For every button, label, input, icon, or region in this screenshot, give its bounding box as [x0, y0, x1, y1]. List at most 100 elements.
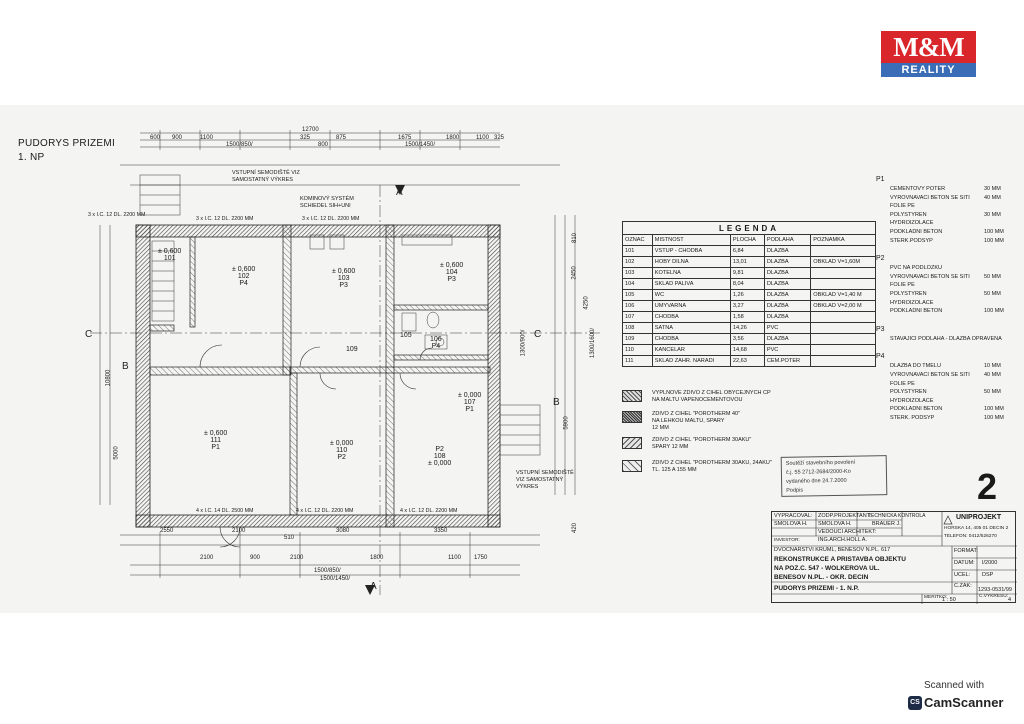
legend-cell: 1,58 [729, 311, 765, 323]
dim-right-5900: 5900 [563, 416, 570, 430]
window-label-1: 3 x I.C. 12 DL. 2200 MM [88, 212, 146, 218]
window-label-3: 3 x I.C. 12 DL. 2200 MM [302, 216, 360, 222]
spec-layer: PODKLADNI BETON [890, 229, 943, 235]
spec-layer: STAVAJICI PODLAHA - DLAZBA OPRAVENA [890, 335, 1002, 342]
drawing-title-line1: PUDORYS PRIZEMI [18, 138, 116, 149]
spec-layer: HYDROIZOLACE [890, 397, 934, 404]
material-text-2: ZDIVO Z CIHEL "POROTHERM 40" NA LEHKOU M… [652, 411, 741, 431]
legend-cell: DLAZBA [763, 333, 812, 345]
spec-layer: STERK. PODSYP [890, 415, 935, 421]
material-swatch-4 [622, 460, 642, 472]
legend-cell: DLAZBA [763, 245, 812, 257]
room-107: ± 0,000 107 P1 [458, 392, 481, 413]
legend-cell: HOBY DILNA [651, 256, 731, 268]
dim-top-1800: 1800 [446, 135, 460, 141]
dim-top-800: 800 [318, 142, 329, 148]
room-110-floor: P2 [337, 454, 346, 461]
room-107-level: ± 0,000 [458, 392, 482, 399]
legend-cell: 9,81 [729, 267, 765, 279]
tb-company: UNIPROJEKT [956, 514, 1002, 521]
room-110-level: ± 0,000 [330, 440, 354, 447]
legend: LEGENDA OZNAC MISTNOST PLOCHA PODLAHA PO… [622, 221, 876, 367]
dim-top-325: 325 [300, 135, 311, 141]
room-103-number: 103 [337, 275, 350, 282]
legend-cell: UMYVARNA [651, 300, 731, 312]
legend-cell: PVC [763, 344, 812, 356]
note-chimney: KOMINOVÝ SYSTÉM SCHIEDEL SIH+UNI [300, 196, 354, 209]
legend-cell: DLAZBA [763, 278, 812, 290]
legend-cell: KOTELNA [651, 267, 731, 279]
tb-tech-label: TECHNICKA KONTROLA [868, 513, 926, 519]
tb-drawing: PUDORYS PRIZEMI - 1. N.P. [774, 585, 859, 592]
spec-thickness: 100 MM [984, 229, 1004, 235]
spec-layer: HYDROIZOLACE [890, 299, 934, 306]
room-111: ± 0,600 111 P1 [204, 430, 227, 451]
dim-right-4250: 4250 [583, 296, 590, 310]
spec-layer: PODKLADNI BETON [890, 308, 943, 315]
room-108-floor: P2 [435, 446, 444, 453]
legend-cell [810, 278, 876, 290]
dim-overall: 12700 [302, 127, 319, 133]
room-109: 109 [346, 346, 358, 353]
dim-bottom-1800: 1800 [370, 555, 384, 561]
room-108-number: 108 [433, 453, 446, 460]
spec-layer: FOLIE PE [890, 282, 915, 289]
spec-layer: CEMENTOVY POTER [890, 186, 946, 192]
tb-datum-value: I/2000 [982, 560, 998, 566]
tb-czak-value: 1293-0531/99 [978, 587, 1012, 593]
legend-header-poznamka: POZNAMKA [810, 234, 876, 246]
room-111-number: 111 [210, 437, 221, 444]
spec-code: P2 [876, 255, 885, 263]
room-106-number: 106 [430, 336, 442, 343]
dim-bottom-2100: 2100 [232, 528, 246, 534]
room-103-level: ± 0,600 [332, 268, 356, 275]
spec-layer: FOLIE PE [890, 380, 915, 387]
spec-thickness: 50 MM [984, 273, 1001, 280]
tb-zodp-label: ZODP.PROJEKTANT: [818, 513, 871, 519]
legend-cell [810, 267, 876, 279]
legend-cell: CHODBA [651, 311, 731, 323]
legend-cell: 109 [622, 333, 653, 345]
legend-cell: DLAZBA [763, 311, 812, 323]
dim-top-875: 875 [336, 135, 347, 141]
room-106: 106 P4 [430, 336, 442, 350]
spec-code: P4 [876, 353, 885, 361]
dim-bottom-3350: 3350 [434, 528, 448, 534]
material-swatch-2 [622, 411, 642, 423]
spec-thickness: 100 MM [984, 237, 1004, 244]
legend-cell [810, 322, 876, 334]
dim-top-1500-850: 1500/850/ [226, 142, 253, 148]
room-103-floor: P3 [339, 282, 348, 289]
note-entrance-bottom: VSTUPNÍ SEMODIŠTĚ VIZ SAMOSTATNÝ VÝKRES [516, 470, 574, 490]
dim-bottom-1500-1450: 1500/1450/ [320, 576, 351, 582]
title-block-grid [772, 512, 1017, 604]
tb-project-1: REKONSTRUKCE A PRISTAVBA OBJEKTU [774, 556, 906, 563]
dim-bottom-2100b: 2100 [200, 555, 214, 561]
dim-right-1300-1600: 1300/1600/ [590, 327, 597, 359]
legend-cell: 22,63 [729, 355, 765, 367]
spec-thickness: 40 MM [984, 372, 1001, 378]
tb-tech-name: BRAUER J. [872, 521, 901, 527]
tb-vedouci-value: ING.ARCH.HOLL A. [818, 537, 868, 543]
dim-top-1675: 1675 [398, 135, 412, 141]
material-text-1: VYPLNOVE ZDIVO Z CIHEL OBYCEJNYCH CP NA … [652, 390, 771, 403]
legend-cell: SATNA [651, 322, 731, 334]
spec-code: P1 [876, 176, 885, 183]
material-text-3: ZDIVO Z CIHEL "POROTHERM 30AKU" SPARY 12… [652, 437, 752, 450]
dim-bottom-900: 900 [250, 555, 261, 561]
room-104-floor: P3 [447, 276, 456, 283]
window-label-2: 3 x I.C. 12 DL. 2200 MM [196, 216, 254, 222]
dim-left-10800: 10800 [105, 369, 112, 387]
permit-stamp: Soutěží stavebního povolení č.j. 55 2712… [780, 455, 888, 497]
tb-ucel-value: DSP [982, 572, 994, 578]
room-107-floor: P1 [465, 406, 474, 413]
legend-header-mistnost: MISTNOST [651, 234, 731, 246]
tb-project-3: BENESOV N.PL. - OKR. DECIN [774, 574, 869, 581]
